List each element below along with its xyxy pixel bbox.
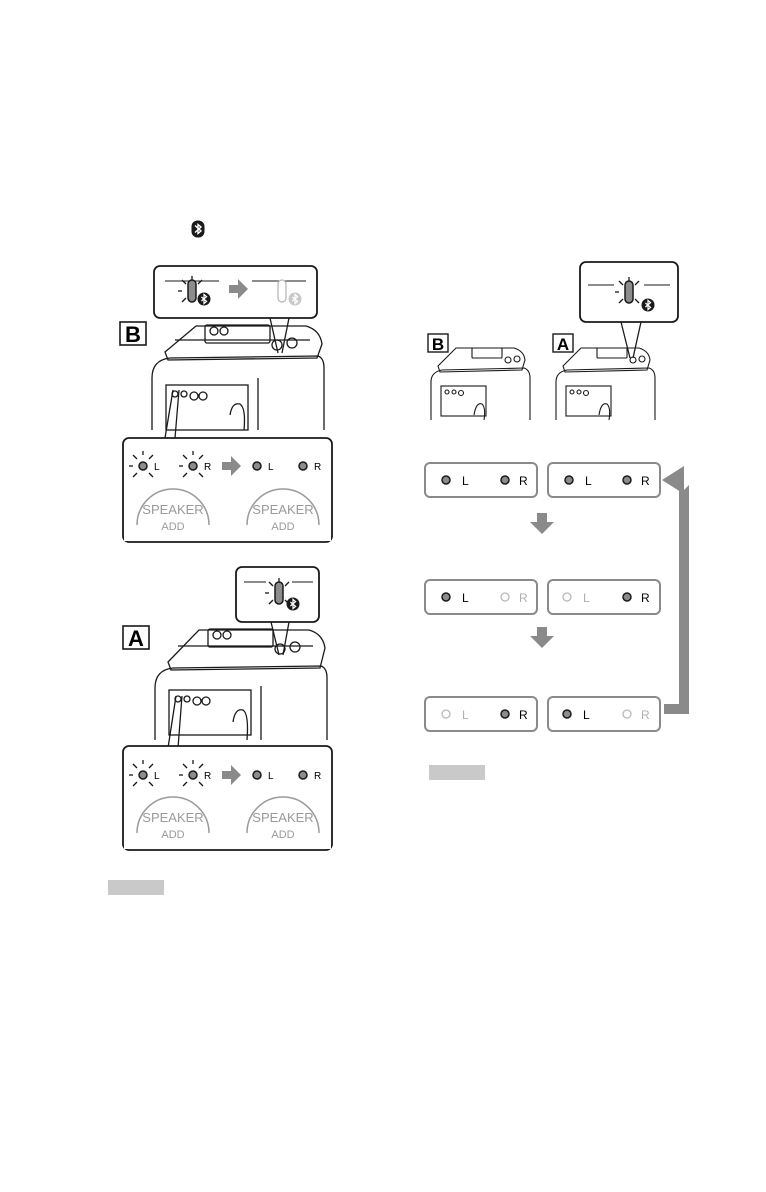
loop-back-arrow [662, 466, 694, 709]
speaker-b [152, 325, 324, 430]
b-rear-r2-label: R [314, 462, 321, 473]
a-speaker-add-3: SPEAKER [252, 810, 313, 825]
note-tab-right [429, 765, 485, 780]
b-top-callout [154, 266, 317, 318]
unit-b-label: B [125, 322, 141, 347]
row3-a-r: R [641, 708, 650, 722]
a-rear-l-label: L [154, 771, 160, 782]
row1-a-l: L [585, 474, 592, 488]
right-unit-a-label: A [557, 335, 569, 354]
b-rear-callout: L R L R SPEAKER ADD SPEAKER ADD [123, 438, 332, 542]
row2-b-r: R [519, 591, 528, 605]
row2-b-l: L [462, 591, 469, 605]
right-speaker-b [431, 348, 530, 420]
b-rear-l2-label: L [268, 462, 274, 473]
note-tab-left [108, 880, 164, 895]
b-rear-r-label: R [204, 462, 211, 473]
a-speaker-add-1: SPEAKER [142, 810, 203, 825]
row1-b-r: R [519, 474, 528, 488]
b-speaker-add-3: SPEAKER [252, 502, 313, 517]
row1-a-r: R [641, 474, 650, 488]
down-arrow-1 [530, 513, 554, 534]
row2-a-l: L [583, 591, 590, 605]
b-rear-l-label: L [154, 462, 160, 473]
row2-a-r: R [641, 591, 650, 605]
row3-b-r: R [519, 708, 528, 722]
speaker-a [155, 629, 327, 740]
unit-a-label: A [128, 626, 144, 651]
a-rear-r2-label: R [314, 771, 321, 782]
right-a-top-callout [580, 262, 678, 322]
a-top-callout [236, 567, 319, 622]
right-unit-b-label: B [432, 335, 444, 354]
row3-b-l: L [462, 708, 469, 722]
b-speaker-add-1: SPEAKER [142, 502, 203, 517]
row3-a-l: L [583, 708, 590, 722]
status-row-3: L R L R [425, 697, 660, 731]
row1-b-l: L [462, 474, 469, 488]
right-speaker-a [556, 348, 655, 420]
status-row-1: L R L R [425, 463, 660, 497]
down-arrow-2 [530, 627, 554, 648]
a-rear-callout: L R L R SPEAKER ADD SPEAKER ADD [123, 746, 332, 850]
a-rear-l2-label: L [268, 771, 274, 782]
a-rear-r-label: R [204, 771, 211, 782]
status-row-2: L R L R [425, 580, 660, 614]
